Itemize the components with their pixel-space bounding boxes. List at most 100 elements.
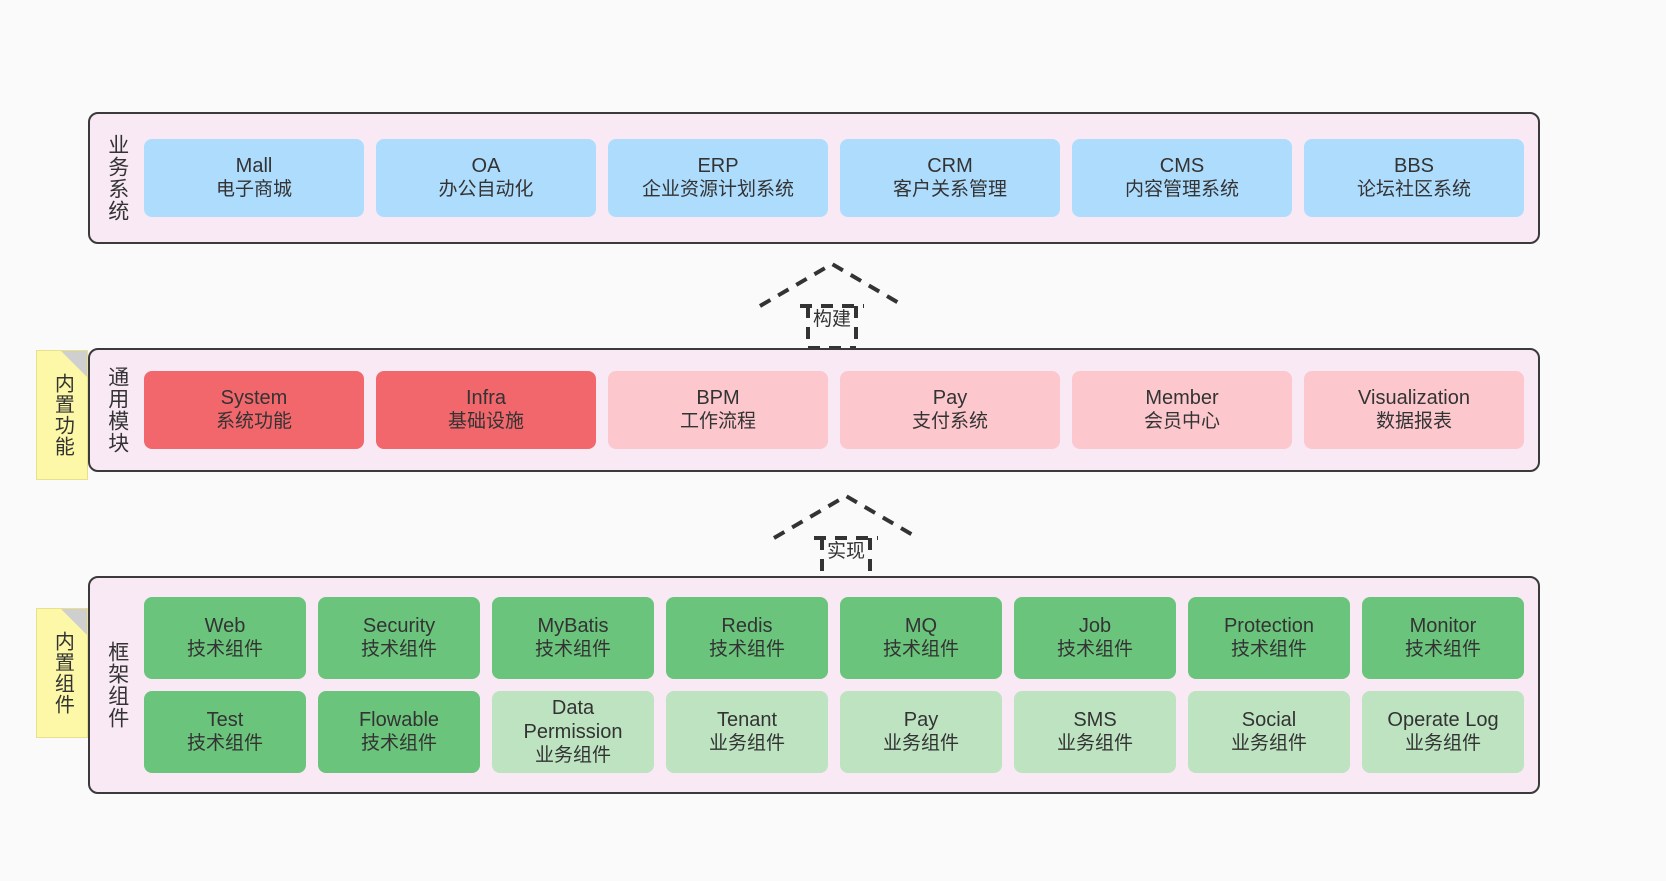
card-title: Monitor — [1409, 614, 1477, 637]
card-mybatis[interactable]: MyBatis 技术组件 — [492, 597, 654, 679]
note-builtin-components: 内置组件 — [36, 608, 88, 738]
card-subtitle: 业务组件 — [1056, 733, 1133, 755]
card-mq[interactable]: MQ 技术组件 — [840, 597, 1002, 679]
layer-label-framework-component: 框架组件 — [105, 641, 129, 729]
card-title: Social — [1241, 708, 1297, 731]
card-title: Pay — [903, 708, 939, 731]
card-social[interactable]: Social 业务组件 — [1188, 691, 1350, 773]
card-data-permission[interactable]: Data Permission 业务组件 — [492, 691, 654, 773]
card-title: Security — [362, 614, 436, 637]
card-subtitle: 技术组件 — [1056, 639, 1133, 661]
card-title: CRM — [927, 154, 973, 177]
card-subtitle: 企业资源计划系统 — [641, 179, 794, 201]
card-subtitle: 业务组件 — [882, 733, 959, 755]
card-pay[interactable]: Pay 支付系统 — [840, 371, 1060, 449]
card-title: Member — [1145, 386, 1219, 409]
arrow-head-outline — [758, 261, 906, 308]
card-monitor[interactable]: Monitor 技术组件 — [1362, 597, 1524, 679]
card-protection[interactable]: Protection 技术组件 — [1188, 597, 1350, 679]
card-title: System — [220, 386, 288, 409]
card-title: BBS — [1393, 154, 1435, 177]
card-subtitle: 会员中心 — [1143, 411, 1220, 433]
card-oa[interactable]: OA 办公自动化 — [376, 139, 596, 217]
card-title: Operate Log — [1387, 708, 1499, 731]
layer-common-module: 通用模块 System 系统功能 Infra 基础设施 BPM 工作流程 Pay… — [88, 348, 1540, 472]
card-cms[interactable]: CMS 内容管理系统 — [1072, 139, 1292, 217]
card-pay-business[interactable]: Pay 业务组件 — [840, 691, 1002, 773]
card-row: Test 技术组件 Flowable 技术组件 Data Permission … — [144, 691, 1524, 773]
card-title: Mall — [235, 154, 273, 177]
card-subtitle: 技术组件 — [882, 639, 959, 661]
card-subtitle: 系统功能 — [215, 411, 292, 433]
card-title: Pay — [932, 386, 968, 409]
card-system[interactable]: System 系统功能 — [144, 371, 364, 449]
card-subtitle: 技术组件 — [534, 639, 611, 661]
card-bpm[interactable]: BPM 工作流程 — [608, 371, 828, 449]
card-subtitle: 技术组件 — [1230, 639, 1307, 661]
card-subtitle: 业务组件 — [1404, 733, 1481, 755]
card-tenant[interactable]: Tenant 业务组件 — [666, 691, 828, 773]
layer-body-framework-component: Web 技术组件 Security 技术组件 MyBatis 技术组件 Redi… — [144, 578, 1538, 792]
note-label: 内置功能 — [51, 373, 74, 457]
layer-framework-component: 框架组件 Web 技术组件 Security 技术组件 MyBatis 技术组件… — [88, 576, 1540, 794]
card-subtitle: 业务组件 — [1230, 733, 1307, 755]
card-redis[interactable]: Redis 技术组件 — [666, 597, 828, 679]
card-title: ERP — [697, 154, 739, 177]
card-row: Mall 电子商城 OA 办公自动化 ERP 企业资源计划系统 CRM 客户关系… — [144, 139, 1524, 217]
card-title: SMS — [1073, 708, 1117, 731]
card-row: Web 技术组件 Security 技术组件 MyBatis 技术组件 Redi… — [144, 597, 1524, 679]
note-builtin-functions: 内置功能 — [36, 350, 88, 480]
card-subtitle: 业务组件 — [534, 745, 611, 767]
card-subtitle: 电子商城 — [215, 179, 292, 201]
card-subtitle: 基础设施 — [447, 411, 524, 433]
card-title: BPM — [696, 386, 740, 409]
card-subtitle: 业务组件 — [708, 733, 785, 755]
card-member[interactable]: Member 会员中心 — [1072, 371, 1292, 449]
card-job[interactable]: Job 技术组件 — [1014, 597, 1176, 679]
card-title: CMS — [1159, 154, 1205, 177]
card-subtitle: 办公自动化 — [438, 179, 534, 201]
arrow-head-outline — [772, 493, 920, 540]
card-title: Job — [1078, 614, 1112, 637]
card-erp[interactable]: ERP 企业资源计划系统 — [608, 139, 828, 217]
card-subtitle: 论坛社区系统 — [1356, 179, 1471, 201]
card-test[interactable]: Test 技术组件 — [144, 691, 306, 773]
arrow-implement-label: 实现 — [826, 541, 865, 562]
card-operate-log[interactable]: Operate Log 业务组件 — [1362, 691, 1524, 773]
card-web[interactable]: Web 技术组件 — [144, 597, 306, 679]
note-fold-icon — [61, 609, 87, 635]
card-bbs[interactable]: BBS 论坛社区系统 — [1304, 139, 1524, 217]
card-visualization[interactable]: Visualization 数据报表 — [1304, 371, 1524, 449]
card-subtitle: 数据报表 — [1375, 411, 1452, 433]
card-title: Tenant — [716, 708, 778, 731]
card-mall[interactable]: Mall 电子商城 — [144, 139, 364, 217]
layer-label-business-system: 业务系统 — [105, 134, 129, 222]
card-title: Web — [204, 614, 246, 637]
card-infra[interactable]: Infra 基础设施 — [376, 371, 596, 449]
card-title: Visualization — [1358, 386, 1470, 409]
card-subtitle: 客户关系管理 — [892, 179, 1007, 201]
card-row: System 系统功能 Infra 基础设施 BPM 工作流程 Pay 支付系统… — [144, 371, 1524, 449]
card-security[interactable]: Security 技术组件 — [318, 597, 480, 679]
card-subtitle: 技术组件 — [186, 639, 263, 661]
card-title: MQ — [904, 614, 938, 637]
card-subtitle: 支付系统 — [911, 411, 988, 433]
card-title: Data Permission — [523, 696, 623, 744]
card-sms[interactable]: SMS 业务组件 — [1014, 691, 1176, 773]
card-title: Redis — [721, 614, 773, 637]
card-title: Infra — [465, 386, 507, 409]
layer-body-business-system: Mall 电子商城 OA 办公自动化 ERP 企业资源计划系统 CRM 客户关系… — [144, 114, 1538, 242]
note-label: 内置组件 — [51, 631, 74, 715]
arrow-implement: 实现 — [766, 490, 926, 582]
layer-business-system: 业务系统 Mall 电子商城 OA 办公自动化 ERP 企业资源计划系统 CRM… — [88, 112, 1540, 244]
card-title: Flowable — [358, 708, 440, 731]
card-subtitle: 技术组件 — [360, 639, 437, 661]
card-flowable[interactable]: Flowable 技术组件 — [318, 691, 480, 773]
card-subtitle: 技术组件 — [708, 639, 785, 661]
card-title: MyBatis — [537, 614, 609, 637]
card-crm[interactable]: CRM 客户关系管理 — [840, 139, 1060, 217]
arrow-build: 构建 — [752, 258, 912, 350]
note-fold-icon — [61, 351, 87, 377]
arrow-build-label: 构建 — [812, 309, 851, 330]
layer-label-common-module: 通用模块 — [105, 366, 129, 454]
